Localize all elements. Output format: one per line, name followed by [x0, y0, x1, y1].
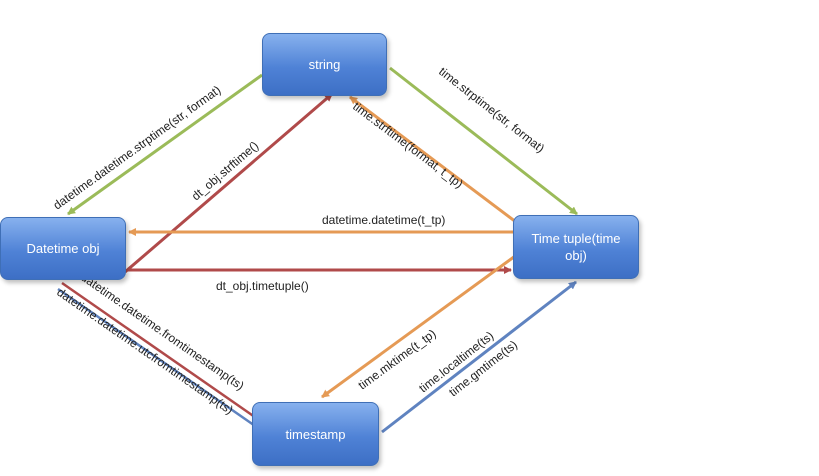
- label-timetuple: dt_obj.timetuple(): [216, 279, 309, 293]
- label-strftime-dtobj: dt_obj.strftime(): [189, 138, 261, 203]
- label-strptime-time: time.strptime(str, format): [436, 64, 547, 155]
- edge-localtime: [381, 280, 577, 434]
- edge-utcfromtimestamp: [57, 287, 259, 430]
- node-datetime-obj: Datetime obj: [0, 217, 126, 280]
- edge-strftime-time: [349, 95, 521, 227]
- node-time-tuple: Time tuple(time obj): [513, 215, 639, 279]
- node-timestamp: timestamp: [252, 402, 379, 466]
- edge-mktime: [321, 241, 534, 399]
- edge-fromtimestamp: [61, 281, 263, 424]
- edge-strftime-dtobj: [124, 92, 333, 274]
- edge-strptime-datetime: [67, 73, 263, 216]
- label-datetime-from-tuple: datetime.datetime(t_tp): [322, 213, 445, 227]
- label-utcfromtimestamp: datetime.datetime.utcfromtimestamp(ts): [54, 285, 236, 417]
- edge-strptime-time: [389, 66, 578, 216]
- node-string: string: [262, 33, 387, 96]
